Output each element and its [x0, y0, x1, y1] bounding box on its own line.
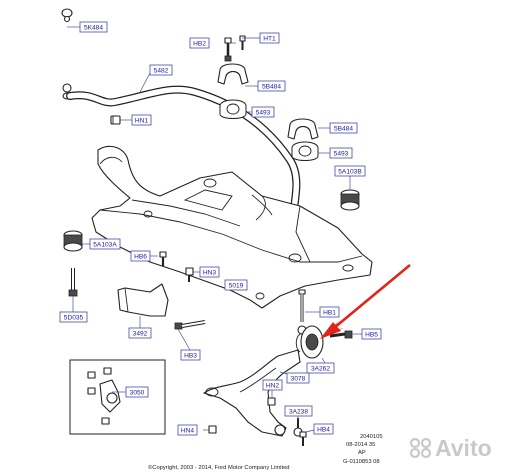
- label-hn3: HN3: [199, 266, 220, 278]
- stabilizer-link: [61, 8, 73, 100]
- label-5b484-upper: 5B484: [257, 80, 286, 92]
- svg-text:5B484: 5B484: [262, 84, 281, 91]
- bolt-hb3: [174, 320, 206, 330]
- svg-text:HB6: HB6: [134, 254, 147, 261]
- label-hn1: HN1: [131, 114, 152, 126]
- svg-text:5482: 5482: [154, 68, 169, 75]
- svg-text:HB1: HB1: [323, 310, 336, 317]
- watermark-logo-icon: [409, 437, 432, 459]
- footer-code-2: 08-2014 35: [346, 442, 375, 448]
- nut-hn1: [110, 115, 121, 125]
- bracket-5b484-upper: [217, 63, 249, 85]
- label-hb1: HB1: [319, 306, 340, 318]
- footer-code-4: G-0110853 08: [343, 459, 380, 465]
- bolt-hb1: [297, 289, 307, 335]
- label-3492: 3492: [128, 327, 152, 339]
- watermark: Avito: [409, 435, 492, 461]
- svg-text:3078: 3078: [291, 376, 306, 383]
- nut-hn3: [185, 267, 194, 282]
- svg-text:5A103B: 5A103B: [338, 169, 362, 176]
- nut-hn2: [267, 397, 276, 406]
- label-5019: 5019: [224, 279, 248, 291]
- svg-text:5493: 5493: [334, 151, 349, 158]
- svg-text:3492: 3492: [133, 331, 148, 338]
- label-5a103a: 5A103A: [89, 238, 121, 250]
- svg-text:3050: 3050: [130, 390, 145, 397]
- bolt-hb2: [224, 37, 232, 62]
- label-3a262: 3A262: [306, 362, 335, 374]
- bolt-hb6: [159, 251, 167, 266]
- label-hn2: HN2: [262, 379, 283, 391]
- label-5k484: 5K484: [79, 21, 108, 33]
- label-5493-right: 5493: [329, 147, 353, 159]
- label-hb5: HB5: [361, 328, 382, 340]
- subframe: [91, 145, 373, 309]
- label-hb4: HB4: [313, 423, 334, 435]
- footer-copyright: ©Copyright, 2003 - 2014, Ford Motor Comp…: [148, 464, 290, 471]
- label-3a238: 3A238: [284, 405, 313, 417]
- svg-text:HN2: HN2: [266, 383, 280, 390]
- svg-text:5019: 5019: [229, 283, 244, 290]
- footer-code-3: AP: [358, 450, 366, 456]
- svg-text:5A103A: 5A103A: [93, 242, 117, 249]
- label-hb3: HB3: [180, 349, 201, 361]
- svg-text:5K484: 5K484: [84, 25, 103, 32]
- inset-3050: [69, 359, 166, 435]
- svg-text:HN4: HN4: [181, 428, 195, 435]
- svg-text:3A238: 3A238: [289, 409, 308, 416]
- leader-lines: [67, 26, 362, 433]
- label-5482: 5482: [149, 64, 173, 76]
- svg-text:HT1: HT1: [263, 36, 276, 43]
- svg-text:HN1: HN1: [135, 118, 149, 125]
- svg-text:HB2: HB2: [193, 41, 206, 48]
- label-5d035: 5D035: [59, 311, 88, 323]
- svg-text:HN3: HN3: [203, 270, 217, 277]
- bushing-5493-upper: [219, 99, 247, 119]
- watermark-text: Avito: [435, 435, 492, 461]
- label-3078: 3078: [286, 372, 310, 384]
- nut-hn4: [208, 425, 217, 434]
- bushing-3a262: [295, 325, 324, 359]
- bushing-5493-right: [291, 141, 319, 161]
- mount-5a103a: [63, 230, 83, 252]
- svg-text:HB3: HB3: [184, 353, 197, 360]
- bolt-hb4: [299, 431, 307, 446]
- svg-text:5D035: 5D035: [64, 315, 84, 322]
- bolt-5d035: [68, 268, 78, 297]
- bracket-5b484-right: [287, 118, 319, 140]
- bolt-hb5: [329, 330, 353, 339]
- bracket-3492: [117, 283, 169, 317]
- label-hb6: HB6: [130, 250, 151, 262]
- clip-ht1: [239, 35, 246, 50]
- lower-control-arm: [203, 349, 301, 437]
- svg-text:HB4: HB4: [317, 427, 330, 434]
- svg-text:3A262: 3A262: [311, 366, 330, 373]
- mount-5a103b: [340, 189, 360, 211]
- svg-text:5B484: 5B484: [334, 126, 353, 133]
- label-ht1: HT1: [259, 32, 280, 44]
- label-5b484-right: 5B484: [329, 122, 358, 134]
- svg-text:5493: 5493: [256, 110, 271, 117]
- label-hn4: HN4: [177, 424, 198, 436]
- stabilizer-bar: [66, 85, 301, 219]
- svg-text:HB5: HB5: [365, 332, 378, 339]
- callout-arrow: [320, 263, 411, 339]
- label-5a103b: 5A103B: [334, 165, 366, 177]
- label-5493-upper: 5493: [251, 106, 275, 118]
- footer: 2040105 08-2014 35 AP G-0110853 08 ©Copy…: [148, 434, 383, 471]
- label-hb2: HB2: [189, 37, 210, 49]
- label-3050: 3050: [125, 386, 149, 398]
- footer-code-1: 2040105: [360, 434, 383, 440]
